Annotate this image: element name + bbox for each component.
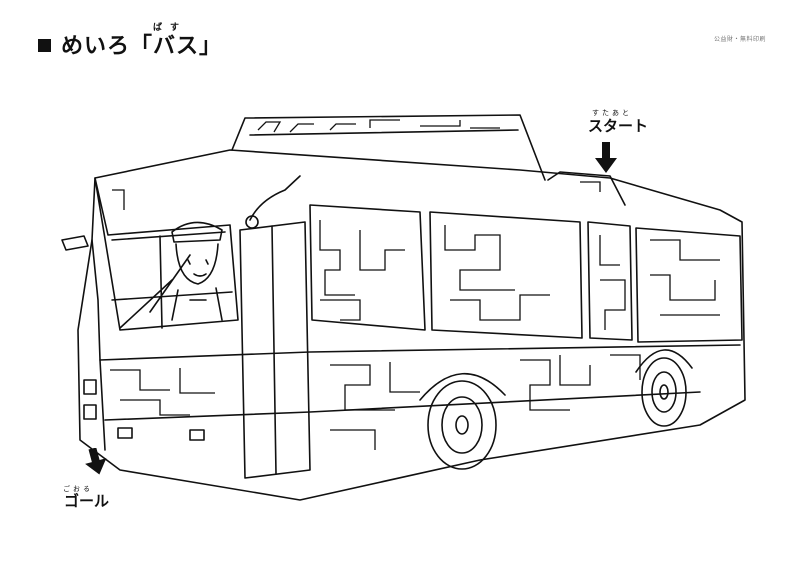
roof-unit-front <box>231 114 546 181</box>
title-bar: めいろ「バス」 <box>38 30 222 60</box>
start-ruby: すたあと <box>592 109 632 117</box>
goal-arrow-icon <box>85 448 107 475</box>
front-wheel <box>427 380 497 470</box>
roof-unit-rear <box>547 171 626 206</box>
side-mirror <box>61 235 89 251</box>
goal-label: ゴール <box>64 492 110 510</box>
bus-body-outline <box>77 149 746 501</box>
bus-front-face <box>91 239 106 451</box>
start-arrow-icon <box>595 142 617 173</box>
title-ruby: ばす <box>153 23 188 33</box>
maze-walls <box>110 119 720 450</box>
page-title: めいろ「バス」 <box>61 34 223 59</box>
site-mark: 公益財・無料印刷 <box>714 36 767 43</box>
start-label: スタート <box>588 117 649 135</box>
goal-ruby: ごおる <box>63 485 93 493</box>
rear-wheel <box>641 357 687 427</box>
driver-figure <box>171 221 223 243</box>
title-bullet <box>38 39 51 52</box>
bus-door <box>239 221 311 479</box>
